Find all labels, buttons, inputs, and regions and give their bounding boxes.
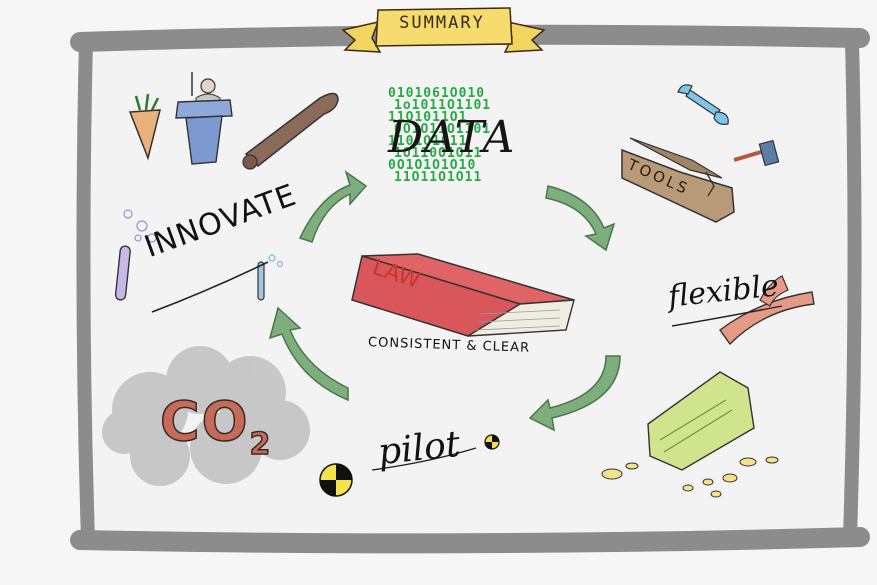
arrow-innovate-to-data <box>298 170 368 243</box>
small-test-tube-icon <box>257 254 284 301</box>
summary-banner <box>341 7 546 53</box>
cycle-arrows <box>268 170 621 432</box>
money-icon <box>601 371 779 498</box>
board-frame-right <box>843 33 862 545</box>
data-label: DATA <box>388 112 516 163</box>
board-frame-left <box>76 33 95 547</box>
arrow-data-to-flexible <box>545 185 616 252</box>
flexible-underline <box>671 305 783 327</box>
test-tube-icon <box>114 209 157 301</box>
binary-row: 11O1011O1 <box>388 110 468 125</box>
toolbox-icon <box>621 137 735 223</box>
pilot-label: pilot <box>376 423 463 474</box>
crash-test-marker-large <box>319 463 353 497</box>
carrot-icon <box>128 93 161 161</box>
binary-row: 1o1011O1101 <box>394 98 492 113</box>
co2-text: CO <box>159 389 250 454</box>
bat-icon <box>242 92 339 170</box>
innovate-underline <box>151 261 269 313</box>
binary-row: 1101O1011 <box>388 134 468 149</box>
co2-subscript: 2 <box>249 426 273 463</box>
binary-row: 11O11O1O11 <box>394 170 483 185</box>
smoke-cloud-icon <box>102 346 310 486</box>
binary-row: 0101061O010 <box>388 86 486 101</box>
binary-row: 0O1O1O1O10 <box>388 158 477 173</box>
podium-icon <box>175 72 233 165</box>
binary-row: 0O1O11O1101 <box>394 122 492 137</box>
co2-label: CO2 <box>159 389 273 463</box>
binary-row: 1O110O1O11 <box>394 146 483 161</box>
hammer-icon <box>733 139 780 167</box>
board-frame-bottom <box>70 527 870 554</box>
arrow-pilot-to-innovate <box>268 306 349 402</box>
banner-title: SUMMARY <box>399 13 485 33</box>
crash-test-marker-small <box>484 434 500 450</box>
pilot-underline <box>371 447 477 471</box>
law-book-icon <box>351 253 575 337</box>
wrench-icon <box>677 84 729 125</box>
arrow-flexible-to-pilot <box>528 355 621 432</box>
